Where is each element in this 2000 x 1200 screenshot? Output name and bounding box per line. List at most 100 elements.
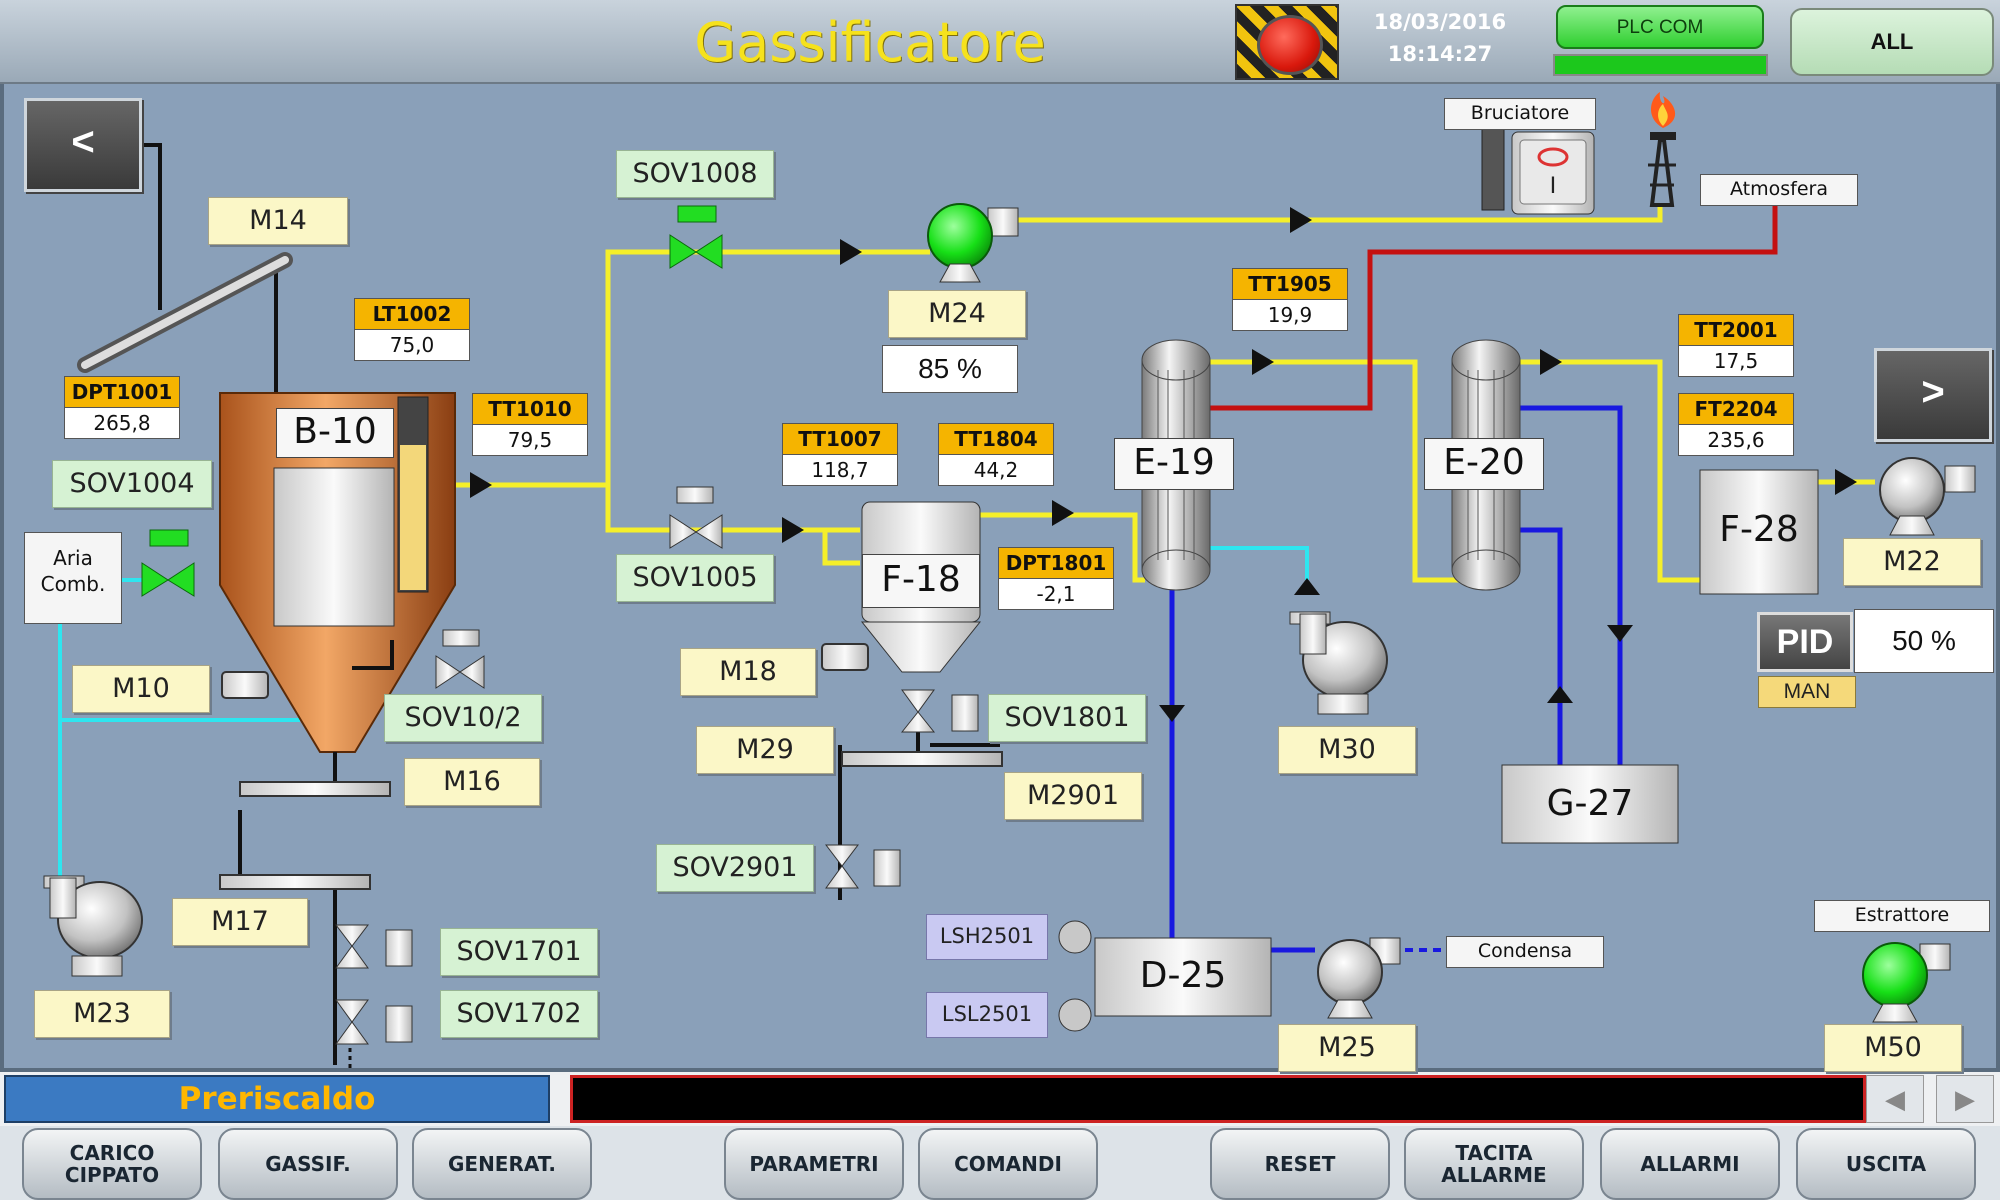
toolbar-button-generat[interactable]: GENERAT. (412, 1128, 592, 1200)
generator-g27-shape (1501, 764, 1679, 844)
valve-label-sov1008[interactable]: SOV1008 (616, 150, 774, 198)
alarm-message-bar (570, 1075, 1866, 1123)
blower-m24-icon (927, 203, 1019, 283)
tag-name: DPT1801 (998, 547, 1114, 579)
motor-label-m24[interactable]: M24 (888, 290, 1026, 338)
valve-label-sov1702[interactable]: SOV1702 (440, 990, 598, 1038)
alarm-scroll-left-button[interactable]: ◀ (1866, 1075, 1924, 1123)
burner-label: Bruciatore (1444, 98, 1596, 130)
motor-label-m50[interactable]: M50 (1824, 1024, 1962, 1072)
equipment-label-g27[interactable]: G-27 (1546, 783, 1634, 824)
blower-m22-icon (1879, 457, 1976, 536)
equipment-label-f18[interactable]: F-18 (862, 554, 980, 608)
condensate-label: Condensa (1446, 936, 1604, 968)
gas-pipes (450, 205, 1875, 583)
tag-value: 75,0 (354, 330, 470, 361)
pid-output-value[interactable]: 50 % (1854, 609, 1994, 673)
water-pipes (1169, 405, 1623, 953)
level-switch-lsl2501[interactable]: LSL2501 (926, 992, 1048, 1038)
tag-name: FT2204 (1678, 393, 1794, 425)
motor-label-m30[interactable]: M30 (1278, 726, 1416, 774)
motor-label-m17[interactable]: M17 (172, 898, 308, 946)
prev-page-button[interactable]: < (24, 98, 142, 192)
motor-label-m16[interactable]: M16 (404, 758, 540, 806)
valve-grey-shapes (334, 486, 979, 1045)
burner-switch-label[interactable]: I (1549, 172, 1557, 199)
tag-name: DPT1001 (64, 376, 180, 408)
flare-icon (1648, 92, 1676, 207)
motor-label-m14[interactable]: M14 (208, 197, 348, 245)
plc-com-indicator-bar (1553, 54, 1768, 76)
tag-name: TT1804 (938, 423, 1054, 455)
emergency-stop-button[interactable] (1235, 4, 1339, 80)
motor-label-m2901[interactable]: M2901 (1004, 772, 1142, 820)
next-page-button[interactable]: > (1874, 348, 1992, 442)
motor-label-m23[interactable]: M23 (34, 990, 170, 1038)
extractor-label: Estrattore (1814, 900, 1990, 932)
tag-value: 118,7 (782, 455, 898, 486)
equipment-label-e20[interactable]: E-20 (1424, 438, 1544, 490)
toolbar-button-uscita[interactable]: USCITA (1796, 1128, 1976, 1200)
tag-value: 44,2 (938, 455, 1054, 486)
toolbar-button-carico-cippato[interactable]: CARICO CIPPATO (22, 1128, 202, 1200)
page-title: Gassificatore (694, 11, 1046, 74)
valve-sov1008-shape (669, 205, 723, 269)
emergency-stop-icon (1257, 15, 1323, 75)
blower-m30-icon (1289, 611, 1388, 715)
all-button[interactable]: ALL (1790, 8, 1994, 76)
equipment-label-e19[interactable]: E-19 (1114, 438, 1234, 490)
tag-value: -2,1 (998, 579, 1114, 610)
motor-label-m10[interactable]: M10 (72, 665, 210, 713)
level-switch-lsh2501[interactable]: LSH2501 (926, 914, 1048, 960)
gasifier-window (273, 467, 395, 627)
pid-mode-badge[interactable]: MAN (1758, 676, 1856, 708)
filter-f28-shape (1699, 469, 1819, 595)
valve-label-sov2901[interactable]: SOV2901 (656, 844, 814, 892)
pid-button[interactable]: PID (1757, 612, 1853, 672)
tag-name: TT1905 (1232, 268, 1348, 300)
motor-label-m29[interactable]: M29 (696, 726, 834, 774)
valve-label-sov1004[interactable]: SOV1004 (52, 460, 212, 508)
level-bar-fill (400, 445, 426, 590)
tag-dpt1801[interactable]: DPT1801-2,1 (998, 547, 1114, 610)
toolbar-button-allarmi[interactable]: ALLARMI (1600, 1128, 1780, 1200)
equipment-label-f28[interactable]: F-28 (1719, 509, 1799, 550)
valve-sov1004-shape (141, 529, 195, 597)
equipment-label-b10[interactable]: B-10 (276, 408, 394, 458)
alarm-scroll-right-button[interactable]: ▶ (1936, 1075, 1994, 1123)
valve-label-sov10-2[interactable]: SOV10/2 (384, 694, 542, 742)
motor-label-m22[interactable]: M22 (1843, 538, 1981, 586)
combustion-air-label: Aria Comb. (24, 532, 122, 624)
date-display: 18/03/2016 (1373, 10, 1507, 34)
drum-d25-shape (1094, 937, 1272, 1017)
toolbar-button-comandi[interactable]: COMANDI (918, 1128, 1098, 1200)
motor-label-m25[interactable]: M25 (1278, 1024, 1416, 1072)
tag-value: 19,9 (1232, 300, 1348, 331)
lsl2501-indicator (1058, 998, 1092, 1032)
conveyor-m14 (77, 252, 293, 373)
toolbar-button-parametri[interactable]: PARAMETRI (724, 1128, 904, 1200)
valve-label-sov1701[interactable]: SOV1701 (440, 928, 598, 976)
toolbar-button-gassif[interactable]: GASSIF. (218, 1128, 398, 1200)
toolbar-button-tacita-allarme[interactable]: TACITA ALLARME (1404, 1128, 1584, 1200)
valve-label-sov1801[interactable]: SOV1801 (988, 694, 1146, 742)
burner-switch-icon (1481, 127, 1595, 215)
atmosphere-label: Atmosfera (1700, 174, 1858, 206)
tag-value: 79,5 (472, 425, 588, 456)
motor-label-m18[interactable]: M18 (680, 648, 816, 696)
m24-speed-readout[interactable]: 85 % (882, 345, 1018, 393)
valve-label-sov1005[interactable]: SOV1005 (616, 554, 774, 602)
equipment-label-d25[interactable]: D-25 (1139, 955, 1227, 996)
hot-pipe (1210, 205, 1778, 411)
lsh2501-indicator (1058, 920, 1092, 954)
toolbar-button-reset[interactable]: RESET (1210, 1128, 1390, 1200)
